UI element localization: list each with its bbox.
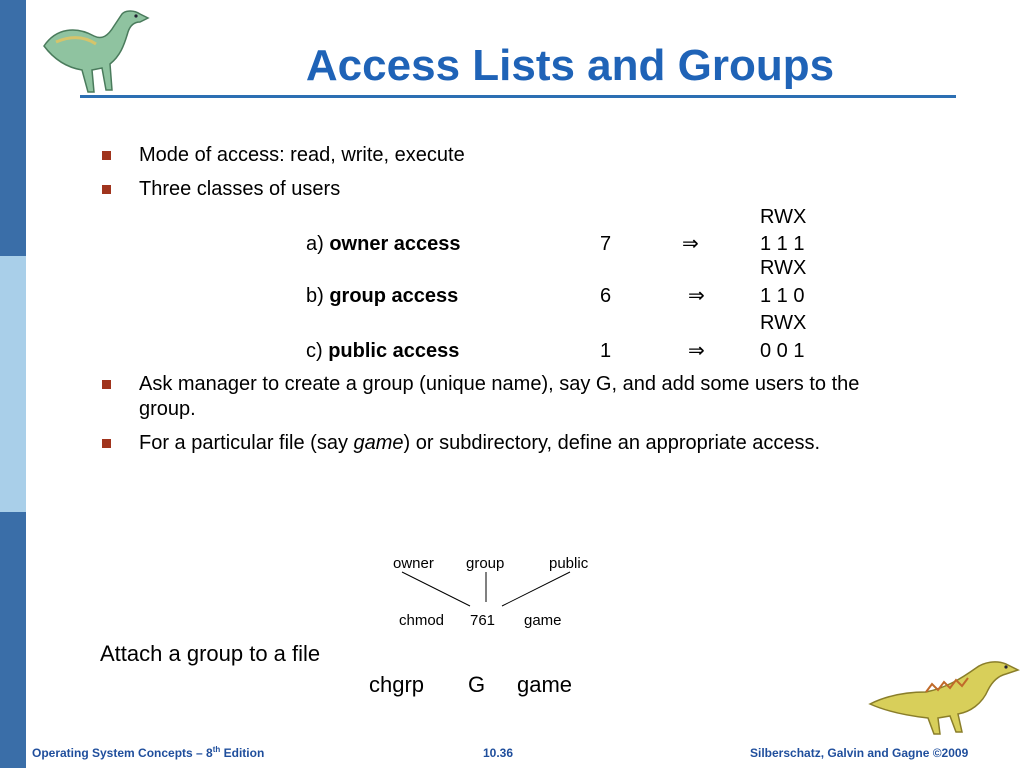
diagram-label-group: group bbox=[466, 555, 505, 572]
bullet-particular-file: For a particular file (say game) or subd… bbox=[139, 432, 821, 454]
italic-game: game bbox=[353, 432, 404, 454]
footer-page-number: 10.36 bbox=[483, 746, 514, 760]
diagram-file-game: game bbox=[524, 612, 562, 629]
implies-arrow: ⇒ bbox=[688, 285, 705, 307]
row-public-label: c) public access bbox=[306, 340, 460, 362]
row-group-label: b) group access bbox=[306, 285, 459, 307]
row-group-bits: 1 1 0 bbox=[760, 285, 805, 307]
footer-copyright: Silberschatz, Galvin and Gagne ©2009 bbox=[750, 746, 969, 760]
bullet-marker bbox=[102, 439, 111, 448]
bullet-marker bbox=[102, 151, 111, 160]
diagram-label-public: public bbox=[549, 555, 589, 572]
connector-public bbox=[501, 571, 571, 607]
bullet-marker bbox=[102, 380, 111, 389]
diagram-label-owner: owner bbox=[393, 555, 434, 572]
row-public-bits: 0 0 1 bbox=[760, 340, 805, 362]
bullet-three-classes: Three classes of users bbox=[139, 178, 341, 200]
chgrp-command: chgrp bbox=[369, 672, 425, 697]
row-owner-bits: 1 1 1 bbox=[760, 233, 805, 255]
bullet-mode-of-access: Mode of access: read, write, execute bbox=[139, 144, 465, 166]
diagram-mode-761: 761 bbox=[470, 612, 496, 629]
bullet-ask-manager: Ask manager to create a group (unique na… bbox=[139, 373, 860, 420]
accent-segment-top bbox=[0, 0, 26, 256]
implies-arrow: ⇒ bbox=[688, 340, 705, 362]
title-underline bbox=[80, 95, 956, 98]
row-group-value: 6 bbox=[600, 285, 612, 307]
page-title: Access Lists and Groups bbox=[305, 41, 835, 90]
chgrp-file: game bbox=[517, 672, 573, 697]
row-owner-value: 7 bbox=[600, 233, 612, 255]
accent-segment-bottom bbox=[0, 512, 26, 768]
implies-arrow: ⇒ bbox=[682, 233, 699, 255]
row-owner-label: a) owner access bbox=[306, 233, 461, 255]
bullet-marker bbox=[102, 185, 111, 194]
accent-segment-middle bbox=[0, 256, 26, 512]
footer-book-title: Operating System Concepts – 8th Edition bbox=[32, 745, 265, 760]
row-public-value: 1 bbox=[600, 340, 612, 362]
rwx-header: RWX bbox=[760, 257, 807, 279]
dinosaur-illustration-icon bbox=[868, 661, 1020, 735]
dinosaur-logo-icon bbox=[43, 10, 150, 93]
diagram-command-chmod: chmod bbox=[399, 612, 445, 629]
chgrp-group: G bbox=[468, 672, 486, 697]
rwx-header: RWX bbox=[760, 312, 807, 334]
attach-group-text: Attach a group to a file bbox=[100, 641, 321, 666]
rwx-header: RWX bbox=[760, 206, 807, 228]
connector-owner bbox=[401, 571, 471, 607]
diagram-connectors bbox=[401, 571, 571, 607]
left-accent-bar bbox=[0, 0, 26, 768]
